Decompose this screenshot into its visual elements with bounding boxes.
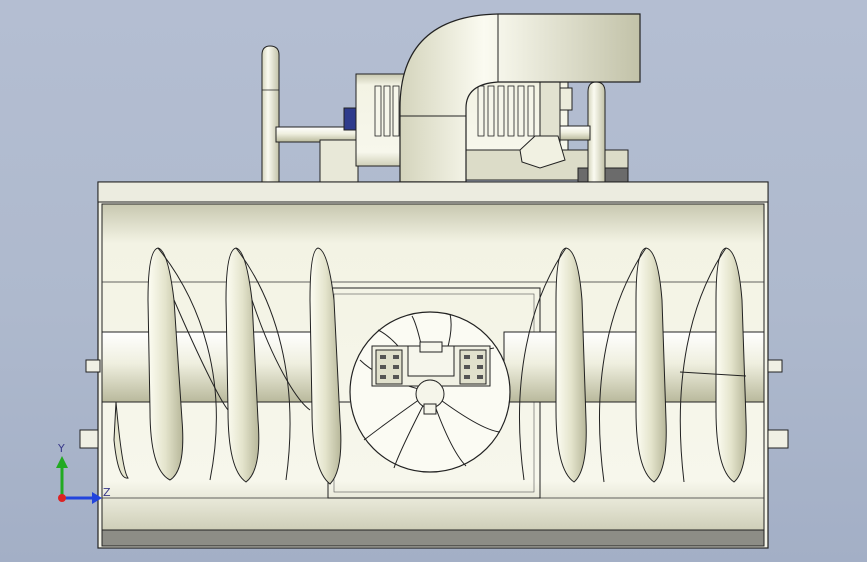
left-spiral-flights — [113, 247, 342, 485]
z-axis-label: Z — [103, 486, 111, 499]
right-exhaust-pipe — [587, 81, 606, 183]
gearbox-bolts — [380, 355, 483, 379]
axis-triad: Y Z — [56, 442, 111, 504]
right-bearing-stub — [767, 359, 783, 373]
engine-assembly — [261, 13, 641, 183]
x-axis-origin-icon — [58, 494, 66, 502]
cooling-fins — [374, 85, 535, 137]
y-axis-label: Y — [57, 442, 65, 455]
left-auger-shaft — [101, 331, 327, 403]
y-axis-arrow-icon — [56, 456, 68, 468]
impeller — [349, 311, 511, 473]
right-spiral-flights — [519, 247, 747, 483]
left-exhaust-pipe — [261, 45, 280, 183]
gearbox — [371, 341, 491, 415]
z-axis-arrow-icon — [92, 492, 102, 504]
left-bearing-stub — [85, 359, 101, 373]
